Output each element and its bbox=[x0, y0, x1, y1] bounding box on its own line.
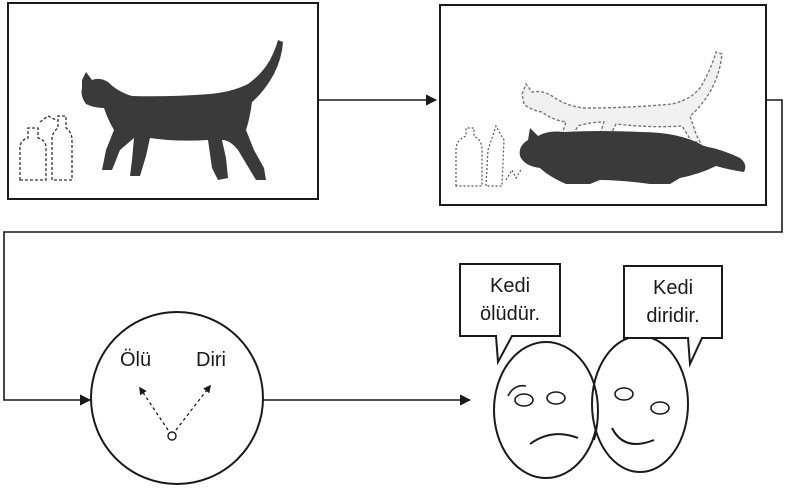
sad-mouth bbox=[529, 433, 579, 445]
panel-2-superposition bbox=[439, 4, 767, 206]
sad-face-outline bbox=[493, 341, 599, 479]
lying-cat-icon bbox=[519, 128, 746, 184]
happy-mouth bbox=[611, 427, 655, 445]
happy-right-eye bbox=[650, 401, 670, 415]
bottles-icon bbox=[19, 115, 73, 181]
label-diri: Diri bbox=[196, 349, 226, 371]
happy-face-outline bbox=[591, 335, 689, 473]
speech-dead-line2: ölüdür. bbox=[480, 303, 540, 325]
arrow-to-olu bbox=[139, 386, 169, 431]
ghost-cat-icon bbox=[521, 51, 723, 143]
label-olu: Ölü bbox=[120, 349, 151, 371]
speech-bubble-alive-shape bbox=[623, 265, 723, 368]
cat-icon bbox=[81, 40, 283, 180]
speech-bubble-dead-shape bbox=[459, 263, 561, 366]
speech-bubble-dead: Kedi ölüdür. bbox=[459, 263, 561, 366]
arrow-panel2-to-observation bbox=[3, 99, 783, 406]
sad-face bbox=[493, 341, 599, 479]
sad-face-overlap-edge bbox=[593, 383, 599, 441]
happy-left-eye bbox=[614, 387, 634, 401]
outcome-circle-shape bbox=[90, 311, 264, 485]
sad-right-eye bbox=[546, 391, 566, 405]
sad-left-brow bbox=[507, 384, 527, 397]
state-origin-dot bbox=[167, 431, 177, 441]
sad-left-eye bbox=[514, 393, 534, 407]
outcome-circle: Ölü Diri bbox=[90, 311, 264, 485]
broken-bottles-icon bbox=[455, 124, 523, 187]
speech-alive-line2: diridir. bbox=[646, 305, 699, 327]
panel-1-cat-alive bbox=[7, 2, 319, 200]
happy-face bbox=[591, 335, 689, 473]
speech-alive-line1: Kedi bbox=[653, 277, 693, 299]
speech-bubble-alive: Kedi diridir. bbox=[623, 265, 723, 368]
speech-dead-line1: Kedi bbox=[490, 275, 530, 297]
